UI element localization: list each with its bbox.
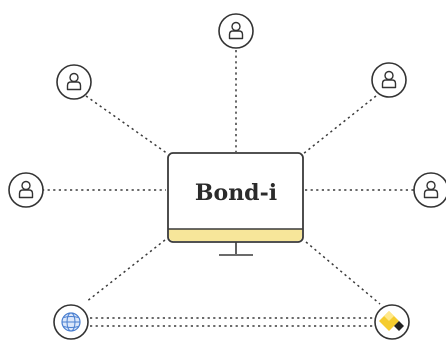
person-icon — [228, 21, 244, 40]
connector-upper-left — [85, 95, 169, 155]
monitor-title: Bond-i — [195, 180, 277, 206]
user-node-upper-left — [56, 64, 92, 100]
bond-i-monitor: Bond-i — [167, 152, 304, 256]
globe-node — [53, 304, 89, 340]
user-node-middle-right — [413, 172, 446, 208]
person-icon — [423, 180, 439, 199]
connectors — [42, 50, 415, 327]
user-node-middle-left — [8, 172, 44, 208]
diamond-token-icon — [379, 311, 404, 331]
connector-lower-right — [305, 241, 381, 305]
connector-upper-right — [302, 95, 377, 155]
person-icon — [381, 70, 397, 89]
globe-icon — [61, 312, 81, 332]
monitor-accent-bar — [169, 229, 302, 241]
user-node-upper-right — [371, 62, 407, 98]
person-icon — [66, 72, 82, 91]
person-icon — [18, 180, 34, 199]
token-node — [374, 304, 410, 340]
user-node-top — [218, 13, 254, 49]
connector-lower-left — [85, 239, 166, 303]
